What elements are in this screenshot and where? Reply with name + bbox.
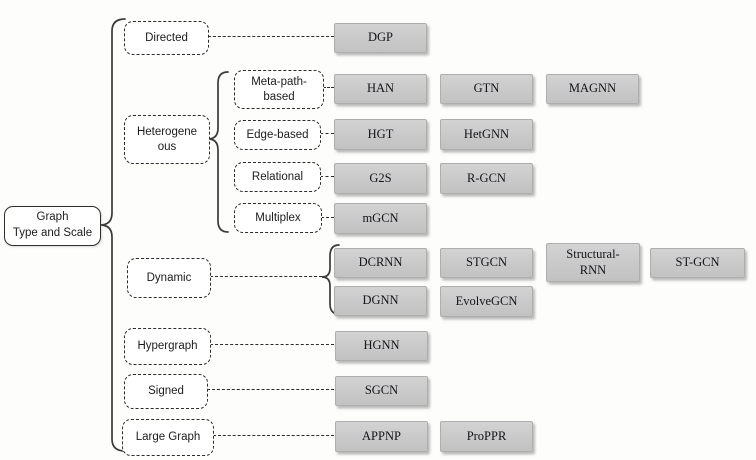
model-r-gcn-label: R-GCN [467, 170, 506, 185]
model-hetgnn-label: HetGNN [463, 126, 510, 141]
model-sgcn: SGCN [335, 376, 428, 406]
model-magnn: MAGNN [546, 74, 639, 104]
model-hgnn-label: HGNN [363, 338, 400, 353]
subcategory-edge-based-label: Edge-based [246, 128, 309, 141]
model-han-label: HAN [366, 81, 395, 96]
model-evolvegcn: EvolveGCN [440, 286, 533, 317]
connector-relational-g2s [320, 176, 334, 177]
category-hypergraph: Hypergraph [124, 328, 211, 365]
category-hypergraph-label: Hypergraph [137, 340, 198, 353]
model-proppr-label: ProPPR [466, 428, 507, 443]
category-dynamic-label: Dynamic [146, 271, 192, 284]
subcategory-relational: Relational [234, 162, 321, 192]
connector-largegraph-appnp [213, 435, 334, 436]
model-g2s-label: G2S [369, 170, 392, 185]
category-directed-label: Directed [145, 31, 188, 44]
subcategory-multiplex: Multiplex [234, 203, 322, 233]
model-dcrnn-label: DCRNN [358, 255, 403, 270]
model-mgcn-label: mGCN [362, 210, 399, 225]
model-dgnn: DGNN [334, 286, 427, 316]
model-hetgnn: HetGNN [440, 119, 533, 150]
model-stgcn: STGCN [440, 248, 533, 278]
model-appnp-label: APPNP [362, 428, 401, 443]
model-dcrnn: DCRNN [334, 248, 427, 278]
category-directed: Directed [124, 21, 209, 55]
model-stgcn-label: STGCN [466, 255, 507, 270]
category-signed-label: Signed [148, 385, 184, 398]
model-hgnn: HGNN [335, 331, 428, 361]
category-large-graph-label: Large Graph [135, 431, 201, 444]
model-mgcn: mGCN [334, 203, 427, 234]
model-proppr: ProPPR [440, 421, 533, 452]
root-node-graph-type-and-scale: Graph Type and Scale [4, 206, 101, 246]
model-r-gcn: R-GCN [440, 163, 533, 194]
connector-edgebased-hgt [320, 133, 334, 134]
model-evolvegcn-label: EvolveGCN [455, 293, 518, 308]
heterogeneous-brace [207, 71, 229, 233]
model-gtn-label: GTN [473, 81, 500, 96]
category-dynamic: Dynamic [127, 258, 211, 298]
subcategory-meta-path-based-label: Meta-path- based [251, 75, 307, 103]
model-magnn-label: MAGNN [568, 81, 617, 96]
connector-dynamic-brace [210, 276, 322, 277]
model-hgt: HGT [334, 119, 427, 150]
connector-multiplex-mgcn [321, 217, 334, 218]
model-hgt-label: HGT [367, 126, 394, 141]
model-gtn: GTN [440, 74, 533, 104]
category-large-graph: Large Graph [122, 419, 214, 456]
model-dgp-label: DGP [367, 30, 393, 45]
model-g2s: G2S [334, 163, 427, 194]
model-st-gcn: ST-GCN [650, 248, 745, 278]
subcategory-relational-label: Relational [251, 170, 304, 183]
root-brace [99, 18, 126, 452]
model-structural-rnn: Structural- RNN [546, 243, 640, 282]
category-heterogeneous: Heterogene ous [124, 115, 210, 164]
model-st-gcn-label: ST-GCN [675, 255, 720, 270]
model-structural-rnn-label: Structural- RNN [566, 246, 620, 277]
subcategory-edge-based: Edge-based [234, 120, 321, 150]
connector-hypergraph-hgnn [210, 344, 334, 345]
category-signed: Signed [124, 374, 208, 409]
model-dgnn-label: DGNN [362, 293, 399, 308]
model-dgp: DGP [334, 23, 427, 53]
subcategory-meta-path-based: Meta-path- based [234, 70, 324, 109]
model-han: HAN [334, 74, 427, 104]
model-sgcn-label: SGCN [364, 383, 399, 398]
subcategory-multiplex-label: Multiplex [255, 211, 301, 224]
model-appnp: APPNP [335, 421, 428, 452]
category-heterogeneous-label: Heterogene ous [136, 125, 198, 153]
connector-metapath-han [323, 87, 334, 88]
root-node-label: Graph Type and Scale [12, 211, 93, 239]
connector-directed-dgp [208, 36, 334, 37]
connector-signed-sgcn [207, 389, 334, 390]
